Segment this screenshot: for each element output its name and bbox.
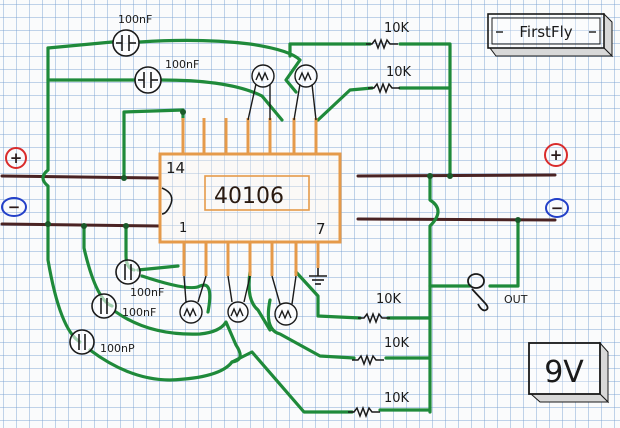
right-minus-marker: − [545,198,569,218]
photoresistor-icon [227,275,251,323]
wire-bottom-4 [266,298,432,360]
resistor-label: 10K [384,391,410,406]
resistor-icon [366,37,398,51]
junction-dot [180,109,186,115]
battery-label: 9V [544,355,584,390]
wire-right-bus [428,174,440,414]
resistor-icon [368,81,400,95]
pin-7-label: 7 [316,220,326,238]
wire-bottom-5 [294,270,432,320]
resistor-icon [358,311,390,325]
capacitor-label: 100nF [130,286,164,299]
left-plus-rail [0,174,162,180]
capacitor-label: 100nF [165,58,199,71]
junction-dot [81,223,87,229]
pin-14-label: 14 [166,159,185,177]
photoresistor-icon [179,275,207,324]
minus-icon: − [551,199,564,217]
wire-left-bus [41,46,50,226]
audio-jack-icon [467,273,489,312]
chip-notch [161,187,173,215]
resistor-label: 10K [376,292,402,307]
resistor-icon [348,405,380,419]
capacitor-icon [91,293,117,319]
wire-out-ground [428,218,520,288]
capacitor-icon [134,66,162,94]
resistor-label: 10K [386,65,412,80]
capacitor-icon [115,259,141,285]
wire-bottom-2 [114,310,242,364]
app-title: FirstFly [519,23,572,41]
wire-bottom-6 [247,270,272,332]
battery-9v: 9V [528,341,610,404]
wire-bottom-3 [88,348,432,414]
plus-icon: + [550,146,563,164]
minus-icon: − [8,198,21,216]
photoresistor-icon [247,64,275,121]
ground-icon [309,268,327,285]
capacitor-icon [112,29,140,57]
title-box: FirstFly [487,12,614,58]
ic-chip-40106: 14 1 7 40106 [158,118,342,276]
photoresistor-icon [293,64,318,121]
left-plus-marker: + [5,147,27,169]
output-label: OUT [504,293,528,306]
junction-dot [123,223,129,229]
chip-part-number: 40106 [214,184,284,209]
junction-dot [515,217,521,223]
capacitor-label: 100nF [122,306,156,319]
wire-r2 [316,86,452,122]
wire-top-2 [46,78,284,122]
wire-r1 [288,42,452,178]
plus-icon: + [10,149,23,167]
wire-bottom-1 [140,274,212,314]
left-minus-rail [0,222,162,228]
wire-cap3 [46,222,82,344]
junction-dot [121,175,127,181]
capacitor-label: 100nP [100,342,135,355]
right-minus-rail [356,217,557,222]
resistor-icon [352,353,384,367]
photoresistor-icon [271,275,298,326]
capacitor-icon [69,329,95,355]
wire-top-1 [46,38,302,94]
pin-1-label: 1 [179,221,187,236]
right-plus-marker: + [544,143,568,167]
junction-dot [45,221,51,227]
left-minus-marker: − [1,197,27,217]
right-plus-rail [356,173,557,178]
resistor-label: 10K [384,21,410,36]
junction-dot [447,173,453,179]
resistor-label: 10K [384,336,410,351]
capacitor-label: 100nF [118,13,152,26]
junction-dot [427,173,433,179]
